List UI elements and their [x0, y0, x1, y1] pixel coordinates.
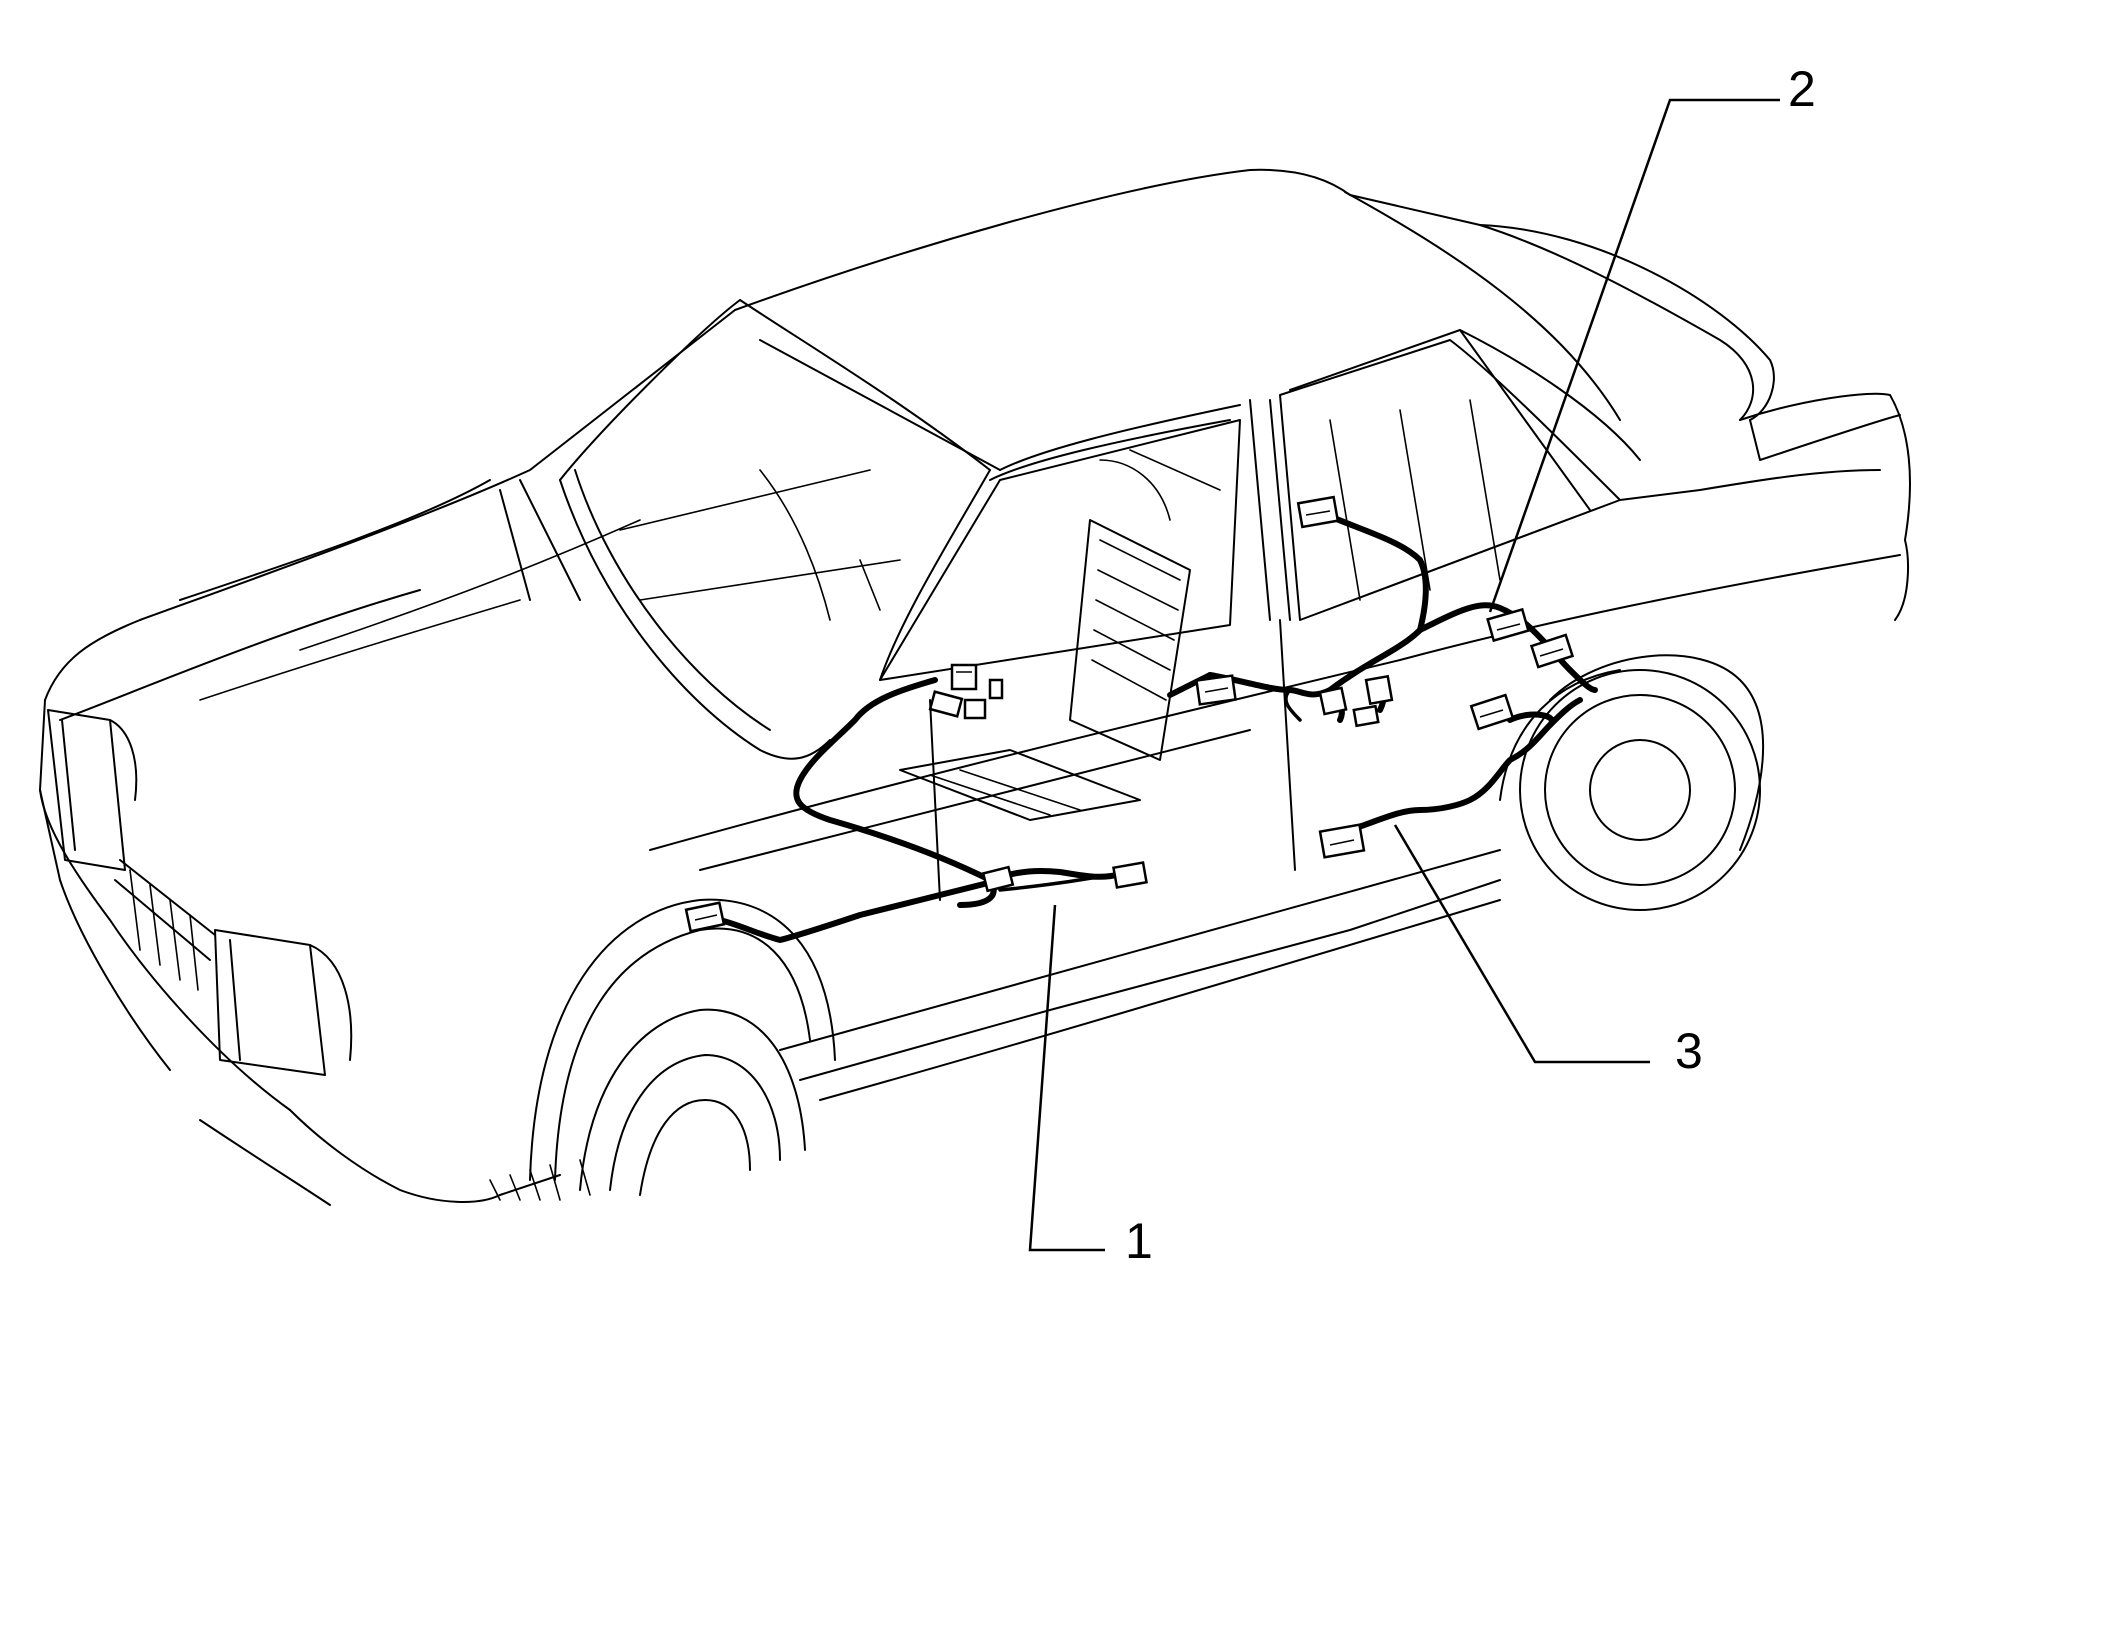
connector-dash-d [988, 678, 1004, 700]
connector-b-pillar-top [1296, 495, 1340, 529]
callout-label-3: 3 [1675, 1023, 1703, 1079]
harness-3 [1347, 697, 1583, 833]
harness-1 [717, 677, 1123, 943]
connector-front-fender [684, 901, 726, 933]
callout-label-1: 1 [1125, 1213, 1153, 1269]
connector-rear-c [1469, 693, 1515, 731]
connector-rear-b [1529, 633, 1575, 669]
connector-rear-sill [1318, 823, 1366, 859]
callout-label-2: 2 [1788, 61, 1816, 117]
connector-floor-c [1352, 704, 1380, 728]
leader-1 [1028, 904, 1105, 1252]
callout-leaders [1028, 98, 1780, 1252]
connector-sill-b [1112, 861, 1148, 889]
connectors [684, 495, 1575, 933]
connector-floor-a [1318, 686, 1348, 716]
leader-2 [1488, 98, 1780, 613]
connector-dash-a [950, 663, 978, 691]
connector-rear-a [1486, 607, 1530, 643]
connector-dash-c [963, 698, 987, 720]
connector-floor-b [1364, 674, 1394, 706]
leader-3 [1393, 824, 1650, 1064]
connector-sill-a [981, 865, 1015, 893]
connector-dash-b [928, 690, 964, 718]
connector-door-front [1195, 674, 1237, 706]
